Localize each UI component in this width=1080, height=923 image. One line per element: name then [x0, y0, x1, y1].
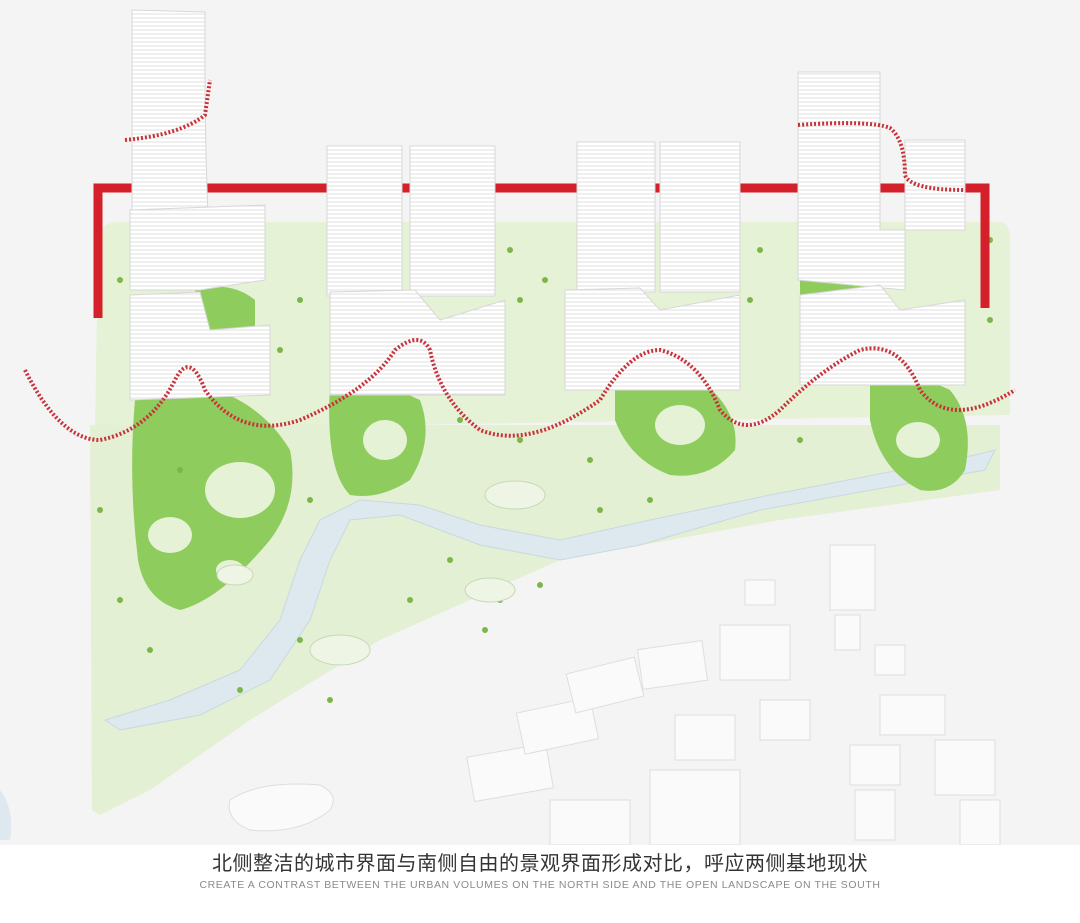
urban-building-volumes — [129, 9, 966, 401]
north-urban-interface-line — [93, 183, 990, 318]
site-parcel — [90, 222, 1010, 815]
trees — [97, 237, 993, 703]
water-edge — [0, 790, 12, 840]
existing-buildings — [228, 544, 1001, 845]
caption-subtitle-en: CREATE A CONTRAST BETWEEN THE URBAN VOLU… — [199, 879, 881, 891]
caption-title-zh: 北侧整洁的城市界面与南侧自由的景观界面形成对比，呼应两侧基地现状 — [212, 851, 868, 875]
tower-dashed-line-right — [797, 121, 966, 192]
plazas — [216, 480, 546, 666]
river — [103, 449, 996, 731]
tower-dashed-line-left — [124, 79, 212, 142]
site-axonometric-diagram — [0, 0, 1080, 845]
green-patch-openings — [148, 405, 940, 580]
